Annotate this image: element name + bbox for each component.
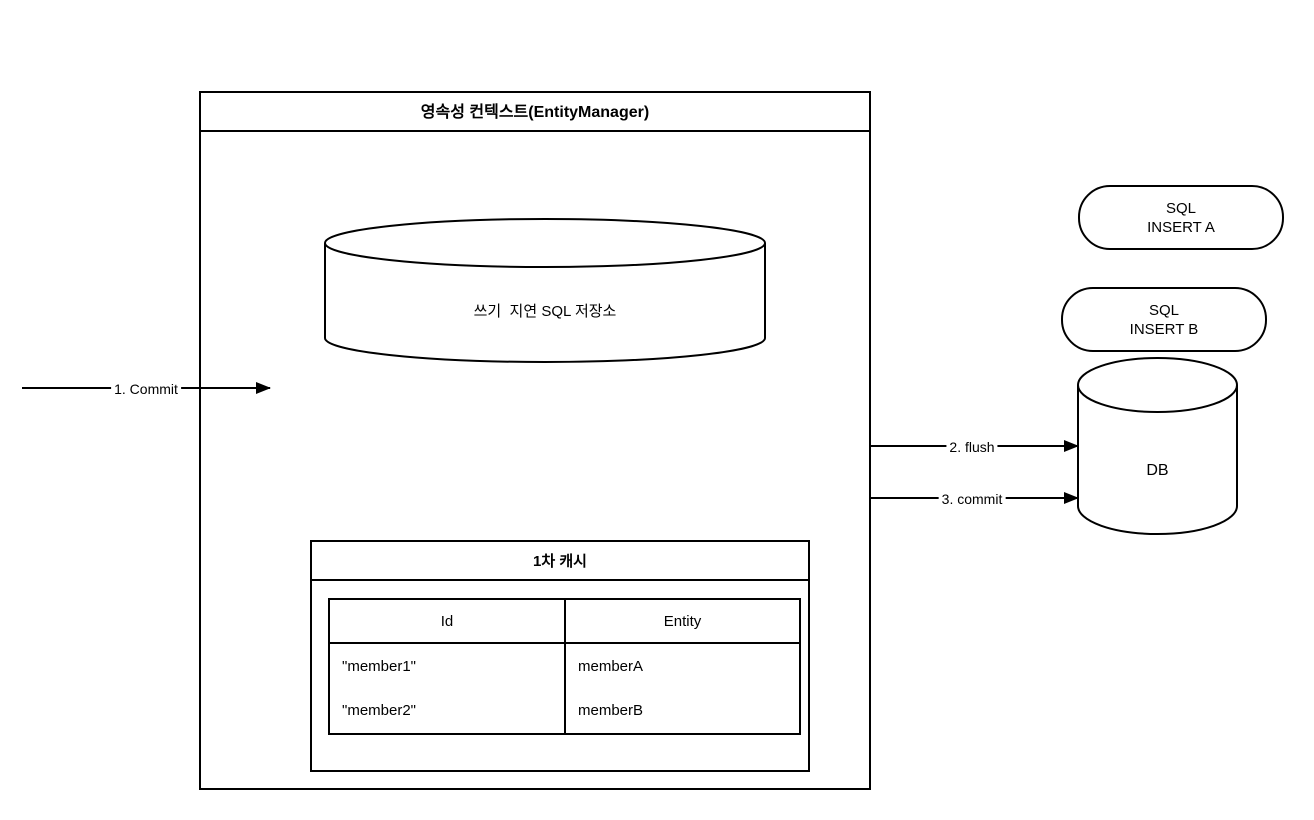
cache-cell-entity-2: memberB: [578, 701, 644, 719]
write-behind-sql-store-cylinder: [324, 218, 766, 363]
write-behind-sql-store-label: 쓰기 지연 SQL 저장소: [473, 303, 617, 320]
cache-table: Id Entity "member1" "member2" memberA me…: [328, 598, 801, 735]
sql-insert-b-line2: INSERT B: [1129, 320, 1199, 338]
cache-cell-id-1: "member1": [342, 657, 417, 675]
cache-table-header-row: Id Entity: [330, 600, 799, 644]
db-cylinder: [1077, 357, 1238, 535]
cache-table-id-column: "member1" "member2": [330, 644, 566, 733]
cache-table-body: "member1" "member2" memberA memberB: [330, 644, 799, 733]
first-level-cache-box: 1차 캐시 Id Entity "member1" "member2" memb…: [310, 540, 810, 772]
sql-insert-b-line1: SQL: [1148, 301, 1179, 319]
cache-cell-id-2: "member2": [342, 701, 417, 719]
persistence-context-box: 영속성 컨텍스트(EntityManager): [199, 91, 871, 790]
db-label: DB: [1146, 462, 1169, 479]
persistence-context-title: 영속성 컨텍스트(EntityManager): [201, 93, 869, 132]
sql-insert-b-pill: SQL INSERT B: [1061, 287, 1267, 352]
commit-arrow-label: 1. Commit: [111, 381, 181, 397]
cache-cell-entity-1: memberA: [578, 657, 644, 675]
cache-table-header-entity: Entity: [663, 612, 702, 630]
sql-insert-a-pill: SQL INSERT A: [1078, 185, 1284, 250]
sql-insert-a-line1: SQL: [1165, 199, 1196, 217]
cache-table-entity-column: memberA memberB: [566, 644, 799, 733]
first-level-cache-title: 1차 캐시: [312, 542, 808, 581]
sql-insert-a-line2: INSERT A: [1147, 218, 1215, 236]
commit-db-arrow-label: 3. commit: [938, 491, 1006, 507]
cache-table-header-id: Id: [330, 600, 566, 642]
flush-arrow-label: 2. flush: [946, 439, 998, 455]
